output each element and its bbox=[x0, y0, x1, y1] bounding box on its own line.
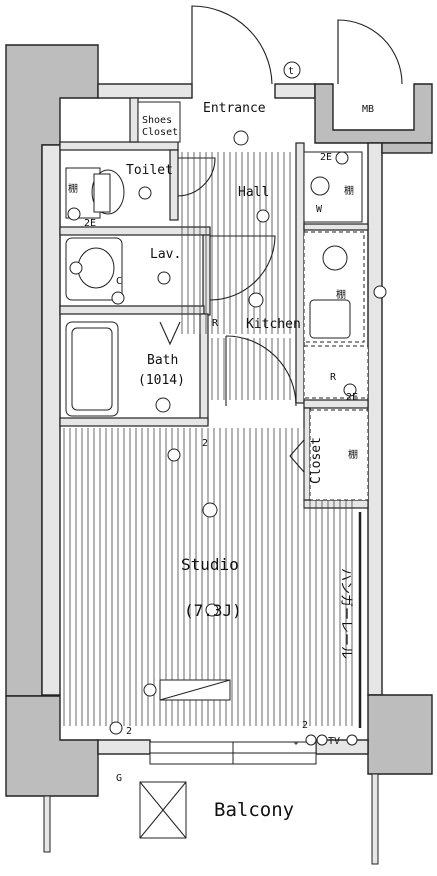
mark-w: W bbox=[316, 204, 323, 215]
mark-2-bath: 2 bbox=[202, 438, 208, 449]
mark-t: t bbox=[288, 66, 294, 77]
electrical-symbols bbox=[67, 61, 387, 746]
mark-shelf-closet: 棚 bbox=[348, 448, 358, 461]
mark-tv: TV bbox=[328, 736, 340, 747]
interior-partitions bbox=[59, 97, 369, 509]
room-label-bath: Bath bbox=[147, 353, 178, 368]
room-label-balcony: Balcony bbox=[214, 799, 294, 821]
room-label-closet: Closet bbox=[309, 437, 324, 484]
mark-mb: MB bbox=[362, 104, 374, 115]
mark-r-kitchen: R bbox=[330, 372, 337, 383]
room-label-kitchen: Kitchen bbox=[246, 317, 301, 332]
mark-2e-wash: 2E bbox=[320, 152, 332, 163]
room-label-bath-size: (1014) bbox=[138, 373, 185, 388]
room-labels: Entrance Shoes Closet Toilet Hall Lav. K… bbox=[126, 101, 353, 821]
mark-2-studio: 2 bbox=[126, 726, 132, 737]
door-swings bbox=[159, 5, 403, 473]
room-label-lav: Lav. bbox=[150, 247, 181, 262]
mark-2e-kitchen: 2E bbox=[346, 392, 358, 403]
hanger-rail-label: ハンガーレール bbox=[338, 568, 353, 659]
room-label-studio: Studio bbox=[181, 555, 239, 574]
mark-2e-toilet: 2E bbox=[84, 218, 96, 229]
room-label-toilet: Toilet bbox=[126, 163, 173, 178]
annotation-marks: t MB 棚 棚 W 棚 棚 C R R G TV 2 2 2 2E 2E 2E bbox=[68, 66, 374, 784]
mark-r-hall: R bbox=[212, 318, 219, 329]
mark-c: C bbox=[116, 276, 122, 287]
mark-shelf-wash: 棚 bbox=[344, 184, 354, 197]
room-label-hall: Hall bbox=[238, 185, 269, 200]
room-label-studio-size: (7.3J) bbox=[184, 601, 242, 620]
room-label-entrance: Entrance bbox=[203, 101, 266, 116]
mark-shelf-kitchen: 棚 bbox=[336, 288, 346, 301]
room-label-shoes-closet-2: Closet bbox=[142, 127, 178, 138]
mark-g: G bbox=[116, 773, 122, 784]
structural-walls bbox=[5, 44, 433, 797]
room-label-shoes-closet-1: Shoes bbox=[142, 115, 172, 126]
mark-shelf-toilet: 棚 bbox=[68, 182, 78, 195]
mark-2-window: 2 bbox=[302, 720, 308, 731]
